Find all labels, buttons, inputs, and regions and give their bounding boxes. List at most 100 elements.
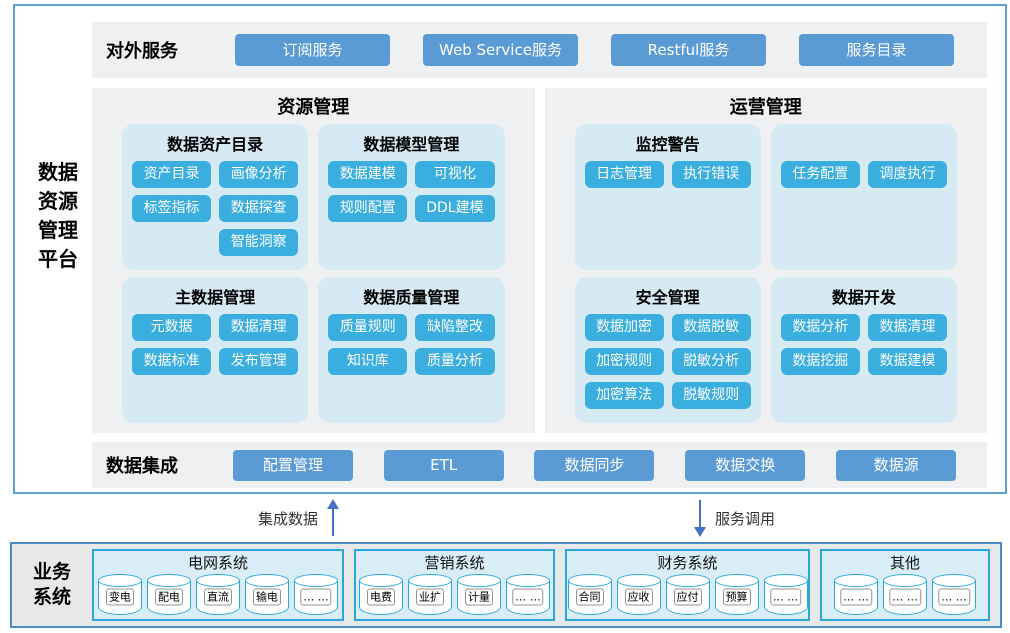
database-label: … … <box>769 588 802 606</box>
masking-rules-button[interactable]: 脱敏规则 <box>671 382 751 409</box>
tag-metrics-button[interactable]: 标签指标 <box>132 195 212 222</box>
database-icon: 业扩 <box>407 574 452 616</box>
ddl-modeling-button[interactable]: DDL建模 <box>415 195 495 222</box>
group-title: 营销系统 <box>424 554 485 572</box>
encryption-algorithm-button[interactable]: 加密算法 <box>584 382 664 409</box>
card-data-model-management: 数据模型管理 数据建模 可视化 规则配置 DDL建模 <box>318 124 505 270</box>
card-buttons: 任务配置 调度执行 <box>780 161 947 188</box>
platform-title-line: 管理 <box>38 218 78 242</box>
platform-title: 数据 资源 管理 平台 <box>25 158 91 274</box>
log-management-button[interactable]: 日志管理 <box>584 161 664 188</box>
rule-config-button[interactable]: 规则配置 <box>328 195 408 222</box>
service-call-label: 服务调用 <box>715 509 776 528</box>
data-encryption-button[interactable]: 数据加密 <box>584 314 664 341</box>
web-service-button[interactable]: Web Service服务 <box>423 34 578 66</box>
etl-button[interactable]: ETL <box>383 449 504 481</box>
database-label: … … <box>512 588 544 606</box>
card-buttons: 质量规则 缺陷整改 知识库 质量分析 <box>328 314 495 375</box>
card-data-asset-catalog: 数据资产目录 资产目录 画像分析 标签指标 数据探查 智能洞察 <box>122 124 309 270</box>
card-title: 数据质量管理 <box>363 288 460 307</box>
database-row: … … … … … … <box>822 574 988 616</box>
card-buttons: 数据建模 可视化 规则配置 DDL建模 <box>328 161 495 222</box>
data-source-button[interactable]: 数据源 <box>836 449 957 481</box>
database-label: 预算 <box>722 588 751 606</box>
card-title: 安全管理 <box>635 288 700 307</box>
database-icon: … … <box>932 574 977 616</box>
integrate-data-label: 集成数据 <box>258 509 319 528</box>
card-buttons: 元数据 数据清理 数据标准 发布管理 <box>132 314 299 375</box>
integrate-data-flow: 集成数据 <box>258 499 340 537</box>
card-buttons: 数据加密 数据脱敏 加密规则 脱敏分析 加密算法 脱敏规则 <box>584 314 751 409</box>
database-icon: … … <box>293 574 338 616</box>
group-title: 其他 <box>890 554 921 572</box>
operation-cards: 监控警告 日志管理 执行错误 任务配置 调度执行 <box>545 124 988 423</box>
business-systems-label: 业务 系统 <box>12 560 92 610</box>
data-analysis-button[interactable]: 数据分析 <box>780 314 860 341</box>
database-label: 业扩 <box>415 588 444 606</box>
subscription-service-button[interactable]: 订阅服务 <box>235 34 390 66</box>
execution-errors-button[interactable]: 执行错误 <box>671 161 751 188</box>
data-mining-button[interactable]: 数据挖掘 <box>780 348 860 375</box>
card-title <box>781 131 947 161</box>
operation-management-panel: 运营管理 监控警告 日志管理 执行错误 任务配置 <box>544 88 988 433</box>
quality-rules-button[interactable]: 质量规则 <box>328 314 408 341</box>
data-sync-button[interactable]: 数据同步 <box>534 449 655 481</box>
database-row: 变电 配电 直流 输电 … … <box>94 574 342 616</box>
data-cleaning-button[interactable]: 数据清理 <box>867 314 947 341</box>
data-masking-button[interactable]: 数据脱敏 <box>671 314 751 341</box>
quality-analysis-button[interactable]: 质量分析 <box>415 348 495 375</box>
group-finance-system: 财务系统 合同 应收 应付 预算 … … <box>565 549 811 621</box>
external-services-buttons: 订阅服务 Web Service服务 Restful服务 服务目录 <box>202 34 987 66</box>
restful-service-button[interactable]: Restful服务 <box>611 34 766 66</box>
data-exploration-button[interactable]: 数据探查 <box>219 195 299 222</box>
knowledge-base-button[interactable]: 知识库 <box>328 348 408 375</box>
business-groups: 电网系统 变电 配电 直流 输电 … … 营销系统 电费 业扩 计量 … … <box>92 549 1000 621</box>
data-standard-button[interactable]: 数据标准 <box>132 348 212 375</box>
resource-management-panel: 资源管理 数据资产目录 资产目录 画像分析 标签指标 数据探查 智能洞察 <box>92 88 535 433</box>
group-power-grid-system: 电网系统 变电 配电 直流 输电 … … <box>92 549 344 621</box>
task-config-button[interactable]: 任务配置 <box>780 161 860 188</box>
database-icon: 直流 <box>195 574 240 616</box>
service-catalog-button[interactable]: 服务目录 <box>799 34 954 66</box>
database-icon: 变电 <box>97 574 142 616</box>
metadata-button[interactable]: 元数据 <box>132 314 212 341</box>
defect-rectification-button[interactable]: 缺陷整改 <box>415 314 495 341</box>
business-systems-box: 业务 系统 电网系统 变电 配电 直流 输电 … … 营销系统 电费 业扩 <box>10 542 1002 628</box>
card-task-scheduling: 任务配置 调度执行 <box>770 124 957 270</box>
visualization-button[interactable]: 可视化 <box>415 161 495 188</box>
profile-analysis-button[interactable]: 画像分析 <box>219 161 299 188</box>
group-others: 其他 … … … … … … <box>820 549 990 621</box>
data-modeling-button[interactable]: 数据建模 <box>867 348 947 375</box>
card-title: 主数据管理 <box>175 288 256 307</box>
database-label: 应付 <box>673 588 702 606</box>
database-label: … … <box>840 588 872 606</box>
publish-management-button[interactable]: 发布管理 <box>219 348 299 375</box>
platform-title-line: 数据 <box>38 160 78 184</box>
panels-row: 资源管理 数据资产目录 资产目录 画像分析 标签指标 数据探查 智能洞察 <box>92 88 987 433</box>
card-title: 数据开发 <box>831 288 896 307</box>
business-label-line: 业务 <box>32 561 71 583</box>
external-services-strip: 对外服务 订阅服务 Web Service服务 Restful服务 服务目录 <box>92 22 987 78</box>
encryption-rules-button[interactable]: 加密规则 <box>584 348 664 375</box>
masking-analysis-button[interactable]: 脱敏分析 <box>671 348 751 375</box>
data-cleaning-button[interactable]: 数据清理 <box>219 314 299 341</box>
database-icon: 应付 <box>665 574 710 616</box>
database-icon: … … <box>834 574 879 616</box>
data-modeling-button[interactable]: 数据建模 <box>328 161 408 188</box>
asset-catalog-button[interactable]: 资产目录 <box>132 161 212 188</box>
database-icon: 输电 <box>244 574 289 616</box>
database-label: 输电 <box>252 588 281 606</box>
schedule-execution-button[interactable]: 调度执行 <box>867 161 947 188</box>
database-icon: 配电 <box>146 574 191 616</box>
database-row: 电费 业扩 计量 … … <box>356 574 553 616</box>
database-label: … … <box>300 588 332 606</box>
group-title: 电网系统 <box>187 554 248 572</box>
database-icon: 预算 <box>714 574 759 616</box>
database-label: 合同 <box>575 588 604 606</box>
config-management-button[interactable]: 配置管理 <box>232 449 353 481</box>
data-exchange-button[interactable]: 数据交换 <box>685 449 806 481</box>
smart-insight-button[interactable]: 智能洞察 <box>219 229 299 256</box>
database-label: … … <box>938 588 970 606</box>
card-data-quality-management: 数据质量管理 质量规则 缺陷整改 知识库 质量分析 <box>318 277 505 423</box>
card-monitoring-alerts: 监控警告 日志管理 执行错误 <box>574 124 761 270</box>
